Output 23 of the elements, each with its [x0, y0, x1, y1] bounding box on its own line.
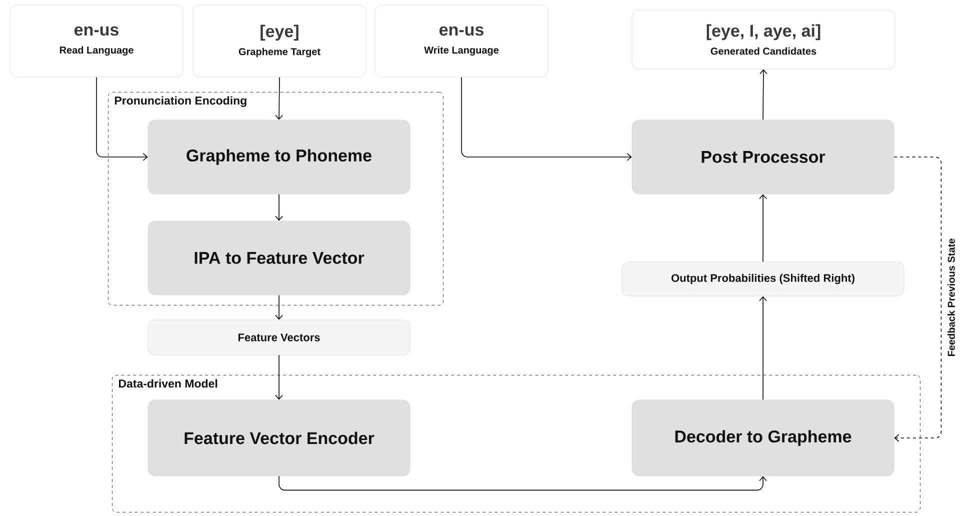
arrow — [759, 296, 767, 400]
arrow — [278, 476, 767, 491]
arrow — [894, 156, 942, 442]
data-label-box: Output Probabilities (Shifted Right) — [622, 262, 904, 296]
data-label-box: Feature Vectors — [148, 320, 410, 356]
arrow — [275, 294, 283, 320]
input-card: [eye, I, aye, ai] Generated Candidates — [632, 10, 896, 70]
arrow — [275, 76, 283, 120]
process-box: Post Processor — [632, 120, 894, 194]
edge-label: Feedback Previous State — [946, 237, 956, 358]
arrow — [760, 69, 768, 120]
arrow — [461, 76, 632, 161]
process-box: IPA to Feature Vector — [148, 220, 410, 296]
arrow — [96, 76, 148, 161]
input-card: [eye] Grapheme Target — [192, 4, 366, 78]
input-card: en-us Read Language — [10, 4, 184, 78]
arrow — [275, 354, 283, 400]
process-box: Grapheme to Phoneme — [148, 120, 410, 194]
arrow — [759, 194, 767, 262]
arrow — [275, 194, 283, 221]
process-box: Feature Vector Encoder — [148, 400, 410, 476]
input-card: en-us Write Language — [374, 4, 548, 78]
process-box: Decoder to Grapheme — [632, 400, 894, 476]
